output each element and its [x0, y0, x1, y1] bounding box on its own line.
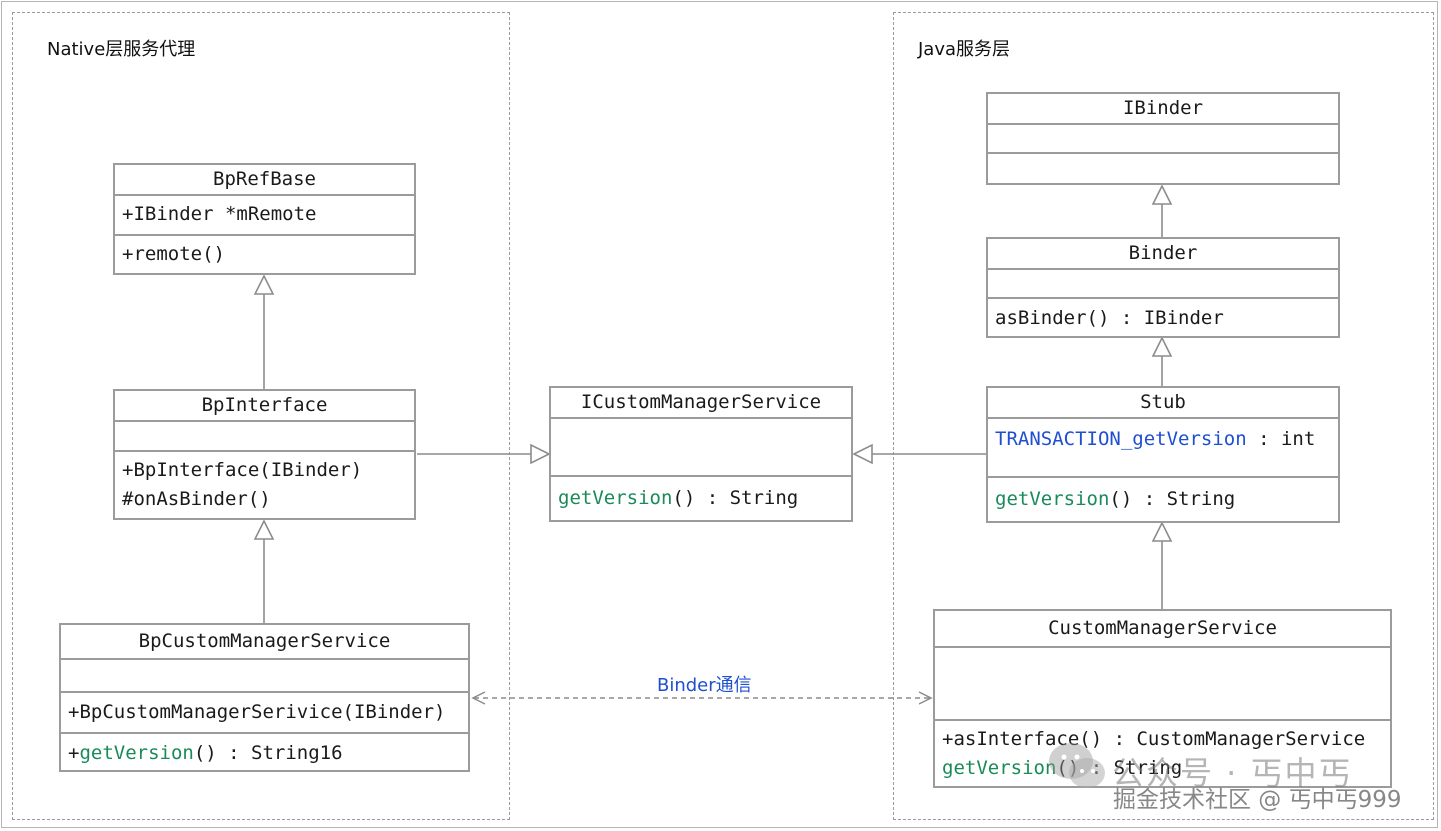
class-name: BpRefBase	[213, 168, 316, 190]
hollow-arrowhead	[1151, 521, 1173, 542]
attribute: +IBinder *mRemote	[122, 203, 317, 225]
class-name: BpCustomManagerService	[138, 630, 391, 652]
operation-getversion: +getVersion() : String16	[68, 742, 343, 764]
class-name: Binder	[1128, 242, 1198, 264]
hollow-arrowhead	[253, 274, 275, 295]
class-ibinder: IBinder	[986, 92, 1340, 185]
constant-name: TRANSACTION_getVersion	[995, 428, 1247, 450]
operation-getversion: getVersion() : String	[995, 488, 1236, 510]
method-name: getVersion	[558, 487, 673, 509]
class-name: ICustomManagerService	[580, 391, 822, 413]
method-name: getVersion	[79, 742, 194, 764]
open-arrowhead-left	[471, 691, 486, 705]
watermark-juejin: 掘金技术社区 @ 丐中丐999	[1113, 787, 1402, 813]
java-layer-title: Java服务层	[918, 39, 1011, 60]
open-arrowhead-right	[918, 691, 933, 705]
hollow-arrowhead	[852, 443, 873, 465]
wechat-logo-icon	[1049, 743, 1105, 788]
attribute-transaction: TRANSACTION_getVersion : int	[995, 428, 1316, 450]
method-name: getVersion	[995, 488, 1110, 510]
operation: +BpInterface(IBinder)	[122, 459, 363, 481]
operation-getversion: getVersion() : String	[558, 487, 799, 509]
class-bpinterface: BpInterface +BpInterface(IBinder) #onAsB…	[113, 389, 416, 520]
operation: #onAsBinder()	[122, 488, 271, 510]
operation: +remote()	[122, 243, 225, 265]
hollow-arrowhead	[530, 443, 551, 465]
method-name: getVersion	[942, 757, 1057, 779]
hollow-arrowhead	[253, 519, 275, 540]
operation: +BpCustomManagerSerivice(IBinder)	[68, 701, 446, 723]
native-layer-title: Native层服务代理	[47, 39, 196, 60]
java-layer-package	[893, 12, 1434, 820]
hollow-arrowhead	[1151, 336, 1173, 357]
class-name: Stub	[1140, 391, 1186, 413]
operation: +asInterface() : CustomManagerService	[942, 728, 1366, 750]
class-bpcustommanagerservice: BpCustomManagerService +BpCustomManagerS…	[59, 623, 470, 772]
operation: asBinder() : IBinder	[995, 307, 1224, 329]
class-custommanagerservice: CustomManagerService +asInterface() : Cu…	[933, 609, 1392, 788]
class-name: IBinder	[1122, 97, 1204, 119]
watermark-official-account: 公众号 · 丐中丐	[1112, 754, 1353, 792]
class-name: CustomManagerService	[1048, 617, 1277, 639]
class-bprefbase: BpRefBase +IBinder *mRemote +remote()	[113, 163, 416, 275]
class-binder: Binder asBinder() : IBinder	[986, 237, 1340, 338]
binder-communication-label: Binder通信	[657, 675, 752, 696]
class-stub: Stub TRANSACTION_getVersion : int getVer…	[986, 386, 1340, 523]
native-layer-package	[12, 12, 510, 820]
class-icustommanagerservice: ICustomManagerService getVersion() : Str…	[549, 386, 853, 522]
class-name: BpInterface	[201, 394, 328, 416]
hollow-arrowhead	[1151, 184, 1173, 205]
